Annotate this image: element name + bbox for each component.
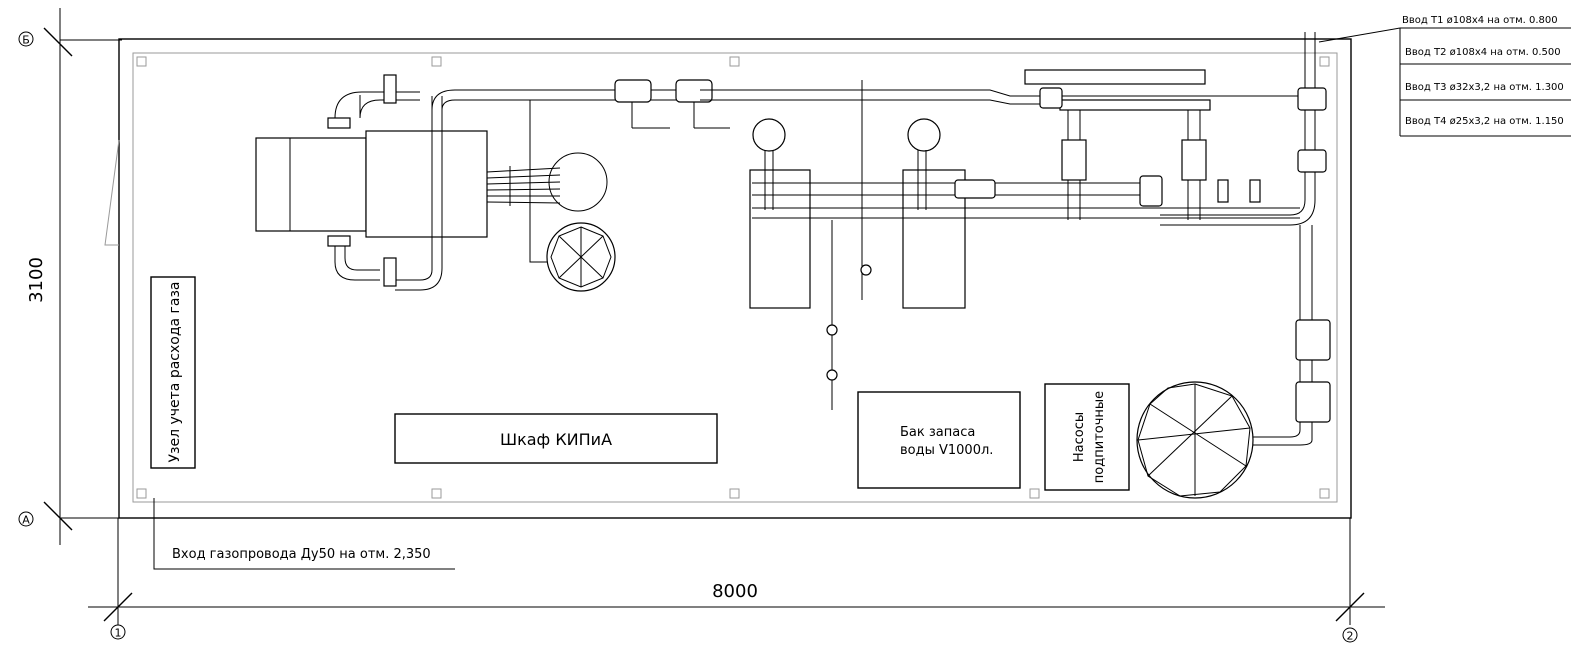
distribution-piping [1024, 32, 1331, 446]
gas-meter-label: Узел учета расхода газа [167, 281, 183, 462]
column-marker [136, 488, 147, 499]
gate-valve [1139, 175, 1163, 207]
header-valves [614, 79, 1300, 129]
boiler-pipe-lower [334, 240, 380, 281]
valve [383, 74, 397, 104]
valve [383, 257, 397, 287]
axis-bubble-2 [1342, 627, 1358, 643]
gate-valve [614, 79, 652, 103]
column-marker [1319, 56, 1330, 67]
column-marker [431, 56, 442, 67]
lower-header [1059, 99, 1211, 111]
column-marker [431, 488, 442, 499]
check-valve [954, 179, 996, 199]
inner-wall [132, 52, 1338, 503]
column-marker [1029, 488, 1040, 499]
expansion-tank-large [1136, 381, 1254, 499]
riser-valve [1061, 139, 1087, 181]
flange [1249, 179, 1261, 203]
inlet-row-2: Ввод Т2 ø108х4 на отм. 0.500 [1405, 47, 1561, 58]
make-up-pumps: Насосы подпиточные [1044, 383, 1130, 491]
gate-valve [675, 79, 713, 103]
dimension-width-text: 8000 [712, 581, 758, 602]
gate-valve [1297, 87, 1327, 111]
axis-bubble-1 [110, 624, 126, 640]
burner-block [255, 137, 367, 232]
gas-inlet-callout: Вход газопровода Ду50 на отм. 2,350 [153, 498, 455, 570]
flange [327, 235, 351, 247]
axis-label-1: 1 [115, 627, 122, 640]
tick-a [43, 501, 73, 531]
dimension-height-text: 3100 [26, 257, 47, 303]
flange [1217, 179, 1229, 203]
inlet-row-4: Ввод Т4 ø25х3,2 на отм. 1.150 [1405, 116, 1564, 127]
grid-axes: Б А 1 2 3100 8000 [18, 8, 1385, 643]
axis-label-2: 2 [1347, 630, 1354, 643]
inlet-table: Ввод Т1 ø108х4 на отм. 0.800 Ввод Т2 ø10… [1318, 15, 1571, 137]
kipia-cabinet-label: Шкаф КИПиА [500, 430, 612, 449]
circulation-pumps [749, 80, 1300, 410]
column-marker [729, 488, 740, 499]
axis-label-b: Б [22, 34, 30, 47]
pump-group-1 [749, 169, 811, 309]
pumps-label-1: Насосы [1072, 412, 1087, 462]
make-up-pump [1295, 381, 1331, 423]
inlet-row-3: Ввод Т3 ø32х3,2 на отм. 1.300 [1405, 82, 1564, 93]
expansion-vessel-top [548, 152, 608, 212]
tick-2 [1335, 592, 1365, 622]
inlet-leader [1318, 27, 1401, 43]
expansion-tank-small [546, 222, 616, 292]
water-tank-label-1: Бак запаса [900, 425, 975, 440]
axis-label-a: А [22, 514, 30, 527]
riser-valve [1181, 139, 1207, 181]
water-tank-frame [857, 391, 1021, 489]
upper-header [1024, 69, 1206, 85]
water-tank-label-2: воды V1000л. [900, 443, 993, 458]
main-supply-pipe [431, 89, 700, 111]
filter [1039, 87, 1063, 109]
axis-bubble-a [18, 511, 34, 527]
column-marker [1319, 488, 1330, 499]
door-swing [104, 139, 120, 246]
tube-bundle [486, 166, 561, 206]
pumps-label-2: подпиточные [1092, 391, 1107, 483]
boiler-unit [255, 74, 700, 291]
axis-bubble-b [18, 31, 34, 47]
inlet-row-1: Ввод Т1 ø108х4 на отм. 0.800 [1402, 15, 1558, 26]
gate-valve [1297, 149, 1327, 173]
gas-inlet-label: Вход газопровода Ду50 на отм. 2,350 [172, 547, 431, 562]
gas-meter-node: Узел учета расхода газа [150, 276, 196, 469]
kipia-cabinet-frame [394, 413, 718, 464]
kipia-cabinet: Шкаф КИПиА [394, 413, 718, 464]
column-marker [136, 56, 147, 67]
boiler-body [365, 130, 488, 238]
gas-meter-frame [150, 276, 196, 469]
outer-wall [118, 38, 1352, 519]
building-outline [104, 38, 1352, 519]
boiler-pipe-upper [359, 95, 420, 119]
column-marker [729, 56, 740, 67]
tick-1 [103, 592, 133, 622]
make-up-pump [1295, 319, 1331, 361]
tick-b [43, 27, 73, 57]
water-tank: Бак запаса воды V1000л. [857, 391, 1021, 489]
gas-inlet-leader [153, 498, 455, 570]
make-up-pumps-frame [1044, 383, 1130, 491]
flange [327, 117, 351, 129]
